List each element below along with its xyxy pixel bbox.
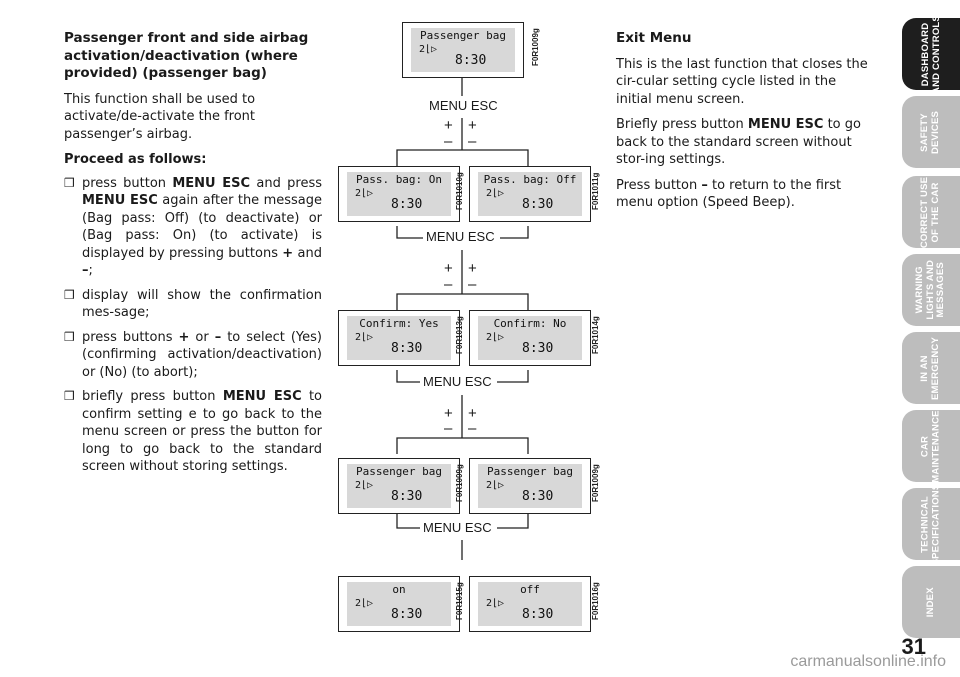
tab-index[interactable]: INDEX <box>902 566 960 638</box>
checkbox-icon: ❒ <box>64 329 75 344</box>
figure-code: F0R1009g <box>531 28 540 66</box>
step-item: ❒press buttons + or – to select (Yes) (c… <box>64 329 322 380</box>
figure-code: F0R1009g <box>591 464 600 502</box>
lcd-screen: Passenger bag 2⌊▷ 8:30 <box>478 464 582 508</box>
exit-menu-heading: Exit Menu <box>616 30 692 46</box>
figure-code: F0R1015g <box>455 582 464 620</box>
airbag-icon: 2⌊▷ <box>486 188 505 199</box>
lcd-panel: Confirm: No 2⌊▷ 8:30 <box>469 310 591 366</box>
lcd-screen: Pass. bag: On 2⌊▷ 8:30 <box>347 172 451 216</box>
lcd-screen: Confirm: Yes 2⌊▷ 8:30 <box>347 316 451 360</box>
plus-sign: + <box>468 405 477 422</box>
checkbox-icon: ❒ <box>64 389 75 403</box>
plus-sign: + <box>444 260 453 277</box>
plus-sign: + <box>444 117 453 134</box>
menu-esc-label: MENU ESC <box>420 520 495 535</box>
figure-code: F0R1013g <box>455 316 464 354</box>
minus-sign: – <box>444 420 453 437</box>
exit-menu-paragraph: Press button – to return to the first me… <box>616 177 842 211</box>
proceed-label: Proceed as follows: <box>64 152 207 167</box>
airbag-icon: 2⌊▷ <box>355 480 374 491</box>
minus-sign: – <box>468 276 477 293</box>
minus-sign: – <box>468 133 477 150</box>
tab-technical-specifications[interactable]: TECHNICAL SPECIFICATIONS <box>902 483 960 565</box>
plus-sign: + <box>468 260 477 277</box>
step-item: ❒press button MENU ESC and press MENU ES… <box>64 175 323 279</box>
lcd-screen: Confirm: No 2⌊▷ 8:30 <box>478 316 582 360</box>
right-column: Exit Menu This is the last function that… <box>616 30 868 220</box>
lcd-screen: Passenger bag 2⌊▷ 8:30 <box>347 464 451 508</box>
airbag-icon: 2⌊▷ <box>486 332 505 343</box>
checkbox-icon: ❒ <box>64 287 75 302</box>
steps-list: ❒press button MENU ESC and press MENU ES… <box>64 175 322 476</box>
tab-car-maintenance[interactable]: CAR MAINTENANCE <box>902 410 960 482</box>
tab-safety-devices[interactable]: SAFETY DEVICES <box>902 96 960 168</box>
figure-code: F0R1011g <box>591 172 600 210</box>
figure-code: F0R1016g <box>591 582 600 620</box>
lcd-panel: on 2⌊▷ 8:30 <box>338 576 460 632</box>
airbag-icon: 2⌊▷ <box>419 44 438 55</box>
plus-sign: + <box>444 405 453 422</box>
page-number: 31 <box>901 634 926 659</box>
lcd-panel: Passenger bag 2⌊▷ 8:30 <box>402 22 524 78</box>
minus-sign: – <box>444 276 453 293</box>
lcd-panel: Passenger bag 2⌊▷ 8:30 <box>469 458 591 514</box>
figure-code: F0R1009g <box>455 464 464 502</box>
watermark: carmanualsonline.info <box>790 653 946 670</box>
lcd-panel: Pass. bag: Off 2⌊▷ 8:30 <box>469 166 591 222</box>
tab-in-an-emergency[interactable]: IN AN EMERGENCY <box>902 332 960 404</box>
exit-menu-paragraph: Briefly press button MENU ESC to go back… <box>616 117 861 167</box>
menu-esc-label: MENU ESC <box>423 229 498 244</box>
minus-sign: – <box>468 420 477 437</box>
lcd-panel: Confirm: Yes 2⌊▷ 8:30 <box>338 310 460 366</box>
plus-sign: + <box>468 117 477 134</box>
minus-sign: – <box>444 133 453 150</box>
menu-esc-label: MENU ESC <box>426 98 501 113</box>
figure-code: F0R1010g <box>455 172 464 210</box>
tab-dashboard-and-controls[interactable]: DASHBOARD AND CONTROLS <box>902 15 960 93</box>
left-column: Passenger front and side airbag activati… <box>64 30 322 483</box>
menu-esc-label: MENU ESC <box>420 374 495 389</box>
figure-code: F0R1014g <box>591 316 600 354</box>
section-heading: Passenger front and side airbag activati… <box>64 30 309 81</box>
airbag-icon: 2⌊▷ <box>355 188 374 199</box>
lcd-panel: Pass. bag: On 2⌊▷ 8:30 <box>338 166 460 222</box>
step-item: ❒display will show the confirmation mes-… <box>64 287 322 321</box>
airbag-icon: 2⌊▷ <box>355 598 374 609</box>
lcd-screen: off 2⌊▷ 8:30 <box>478 582 582 626</box>
checkbox-icon: ❒ <box>64 175 75 190</box>
tab-correct-use[interactable]: CORRECT USE OF THE CAR <box>902 176 960 248</box>
lcd-panel: off 2⌊▷ 8:30 <box>469 576 591 632</box>
lcd-screen: on 2⌊▷ 8:30 <box>347 582 451 626</box>
step-item: ❒briefly press button MENU ESC to confir… <box>64 389 323 474</box>
intro-paragraph: This function shall be used to activate/… <box>64 91 256 142</box>
lcd-screen: Passenger bag 2⌊▷ 8:30 <box>411 28 515 72</box>
lcd-panel: Passenger bag 2⌊▷ 8:30 <box>338 458 460 514</box>
lcd-screen: Pass. bag: Off 2⌊▷ 8:30 <box>478 172 582 216</box>
airbag-icon: 2⌊▷ <box>355 332 374 343</box>
tab-warning-lights[interactable]: WARNING LIGHTS AND MESSAGES <box>902 254 960 326</box>
exit-menu-paragraph: This is the last function that closes th… <box>616 56 868 107</box>
airbag-icon: 2⌊▷ <box>486 598 505 609</box>
airbag-icon: 2⌊▷ <box>486 480 505 491</box>
